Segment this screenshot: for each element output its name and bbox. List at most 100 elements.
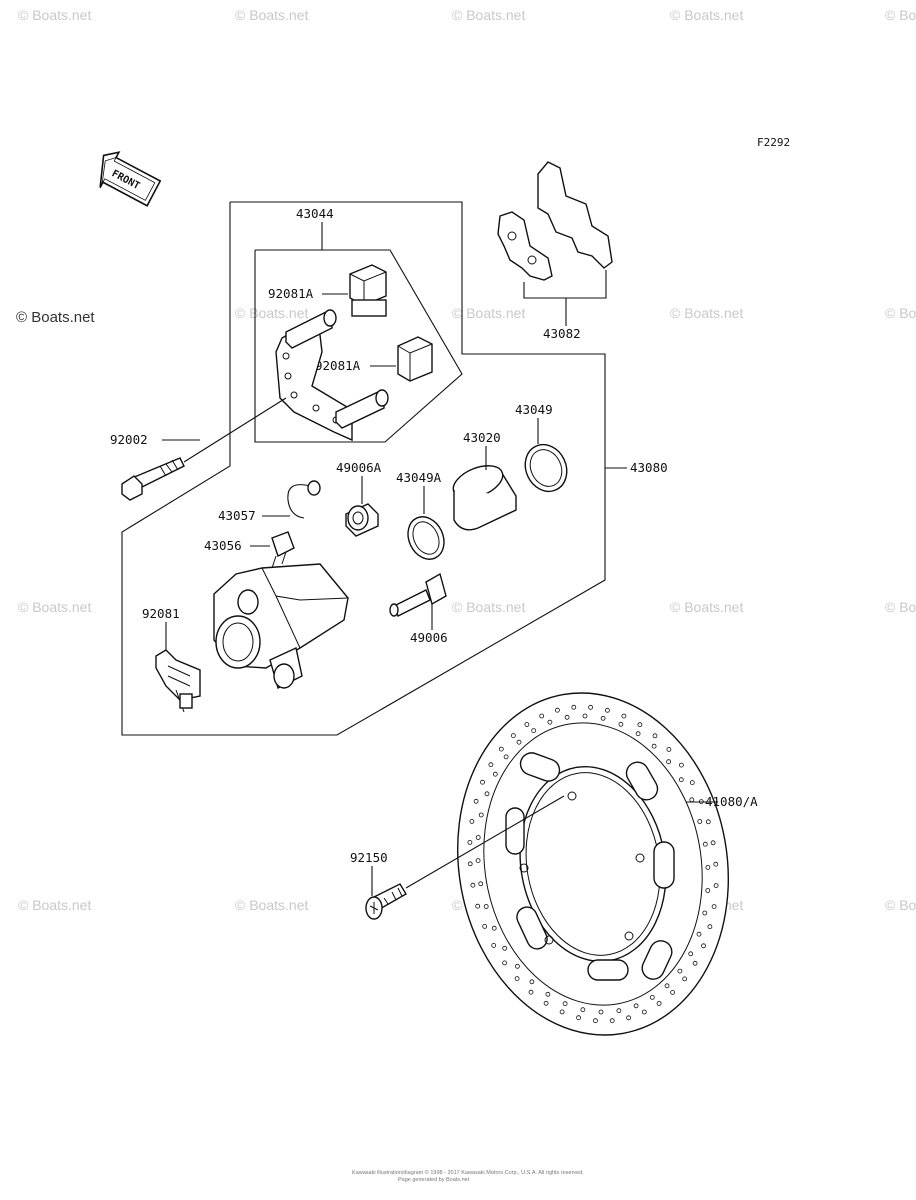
pad-spring-upper — [349, 264, 387, 317]
watermark: © Boats.net — [670, 305, 743, 321]
vent-hole — [528, 989, 534, 995]
bleeder-cap-43057 — [287, 480, 321, 519]
part-label-43082: 43082 — [543, 326, 581, 341]
watermark: © Boats.net — [235, 305, 308, 321]
watermark: © Boats.net — [670, 599, 743, 615]
vent-hole — [588, 704, 593, 710]
leader — [523, 270, 607, 299]
vent-hole — [555, 707, 560, 713]
vent-hole — [469, 819, 475, 824]
vent-hole — [539, 713, 545, 719]
watermark: © Boats.net — [885, 897, 916, 913]
vent-hole — [580, 1007, 586, 1013]
vent-hole — [682, 976, 688, 982]
vent-hole — [689, 797, 695, 803]
bolt-92150 — [365, 883, 407, 920]
vent-hole — [689, 780, 695, 785]
vent-hole — [516, 739, 522, 745]
vent-hole — [491, 925, 497, 931]
vent-hole — [652, 733, 658, 739]
watermark: © Boats.net — [235, 7, 308, 23]
vent-hole — [656, 1001, 662, 1006]
vent-hole — [710, 840, 716, 846]
vent-hole — [666, 759, 671, 765]
vent-hole — [484, 791, 490, 797]
footer-line2: Page generated by Boats.net — [398, 1177, 470, 1183]
part-label-43049A: 43049A — [396, 470, 442, 485]
vent-hole — [713, 883, 719, 888]
watermark: © Boats.net — [452, 305, 525, 321]
vent-hole — [531, 728, 537, 733]
part-label-43057: 43057 — [218, 508, 256, 523]
vent-hole — [621, 713, 627, 719]
vent-hole — [678, 777, 684, 783]
vent-hole — [488, 762, 494, 768]
watermark: © Boats.net — [885, 305, 916, 321]
part-label-49006: 49006 — [410, 630, 448, 645]
brake-pads — [497, 161, 613, 281]
part-label-92002: 92002 — [110, 432, 148, 447]
vent-hole — [470, 882, 476, 888]
seal-43049A — [407, 516, 445, 560]
vent-hole — [702, 910, 708, 916]
vent-hole — [713, 861, 719, 867]
vent-hole — [600, 715, 606, 721]
vent-hole — [616, 1008, 622, 1014]
vent-hole — [478, 812, 484, 818]
vent-hole — [515, 963, 520, 969]
vent-hole — [480, 779, 485, 785]
vent-hole — [498, 746, 504, 752]
part-label-43049: 43049 — [515, 402, 553, 417]
pad-spring-lower — [397, 336, 433, 382]
part-label-43044: 43044 — [296, 206, 334, 221]
caliper-body — [213, 563, 349, 690]
bleeder-valve-43056 — [271, 531, 295, 569]
assembly-outline-43080 — [121, 201, 606, 736]
vent-hole — [511, 733, 516, 738]
watermark: © Boats.net — [18, 599, 91, 615]
pad-spring-92081 — [155, 649, 201, 713]
pin-49006 — [389, 572, 447, 617]
leader — [183, 397, 287, 463]
vent-hole — [503, 754, 509, 760]
caliper-bracket — [275, 309, 389, 442]
vent-hole — [576, 1015, 581, 1021]
vent-hole — [633, 1003, 639, 1009]
vent-hole — [692, 960, 698, 966]
vent-hole — [492, 771, 498, 777]
watermark: © Boats.net — [670, 7, 743, 23]
vent-hole — [702, 841, 708, 847]
vent-hole — [483, 904, 489, 909]
vent-hole — [649, 995, 655, 1000]
vent-hole — [467, 840, 473, 845]
vent-hole — [514, 976, 520, 981]
vent-hole — [651, 743, 657, 749]
vent-hole — [670, 990, 675, 995]
bolt-92002 — [121, 457, 185, 501]
seal-43049 — [524, 443, 568, 493]
watermark-main: © Boats.net — [16, 309, 95, 326]
vent-hole — [626, 1015, 631, 1021]
vent-hole — [679, 762, 684, 768]
vent-hole — [475, 835, 481, 840]
boot-49006A — [345, 503, 379, 537]
vent-hole — [473, 798, 479, 804]
vent-hole — [605, 707, 610, 713]
vent-hole — [705, 888, 711, 893]
part-label-49006A: 49006A — [336, 460, 382, 475]
part-label-43020: 43020 — [463, 430, 501, 445]
vent-hole — [543, 1000, 549, 1006]
watermark: © Boats.net — [452, 7, 525, 23]
part-label-92150: 92150 — [350, 850, 388, 865]
vent-hole — [696, 931, 702, 937]
vent-hole — [547, 719, 553, 725]
vent-hole — [697, 819, 703, 824]
vent-hole — [545, 991, 551, 997]
vent-hole — [478, 881, 484, 887]
part-label-92081: 92081 — [142, 606, 180, 621]
vent-hole — [707, 924, 713, 930]
part-label-41080-A: 41080/A — [705, 794, 758, 809]
vent-hole — [598, 1009, 604, 1015]
vent-hole — [502, 945, 508, 951]
